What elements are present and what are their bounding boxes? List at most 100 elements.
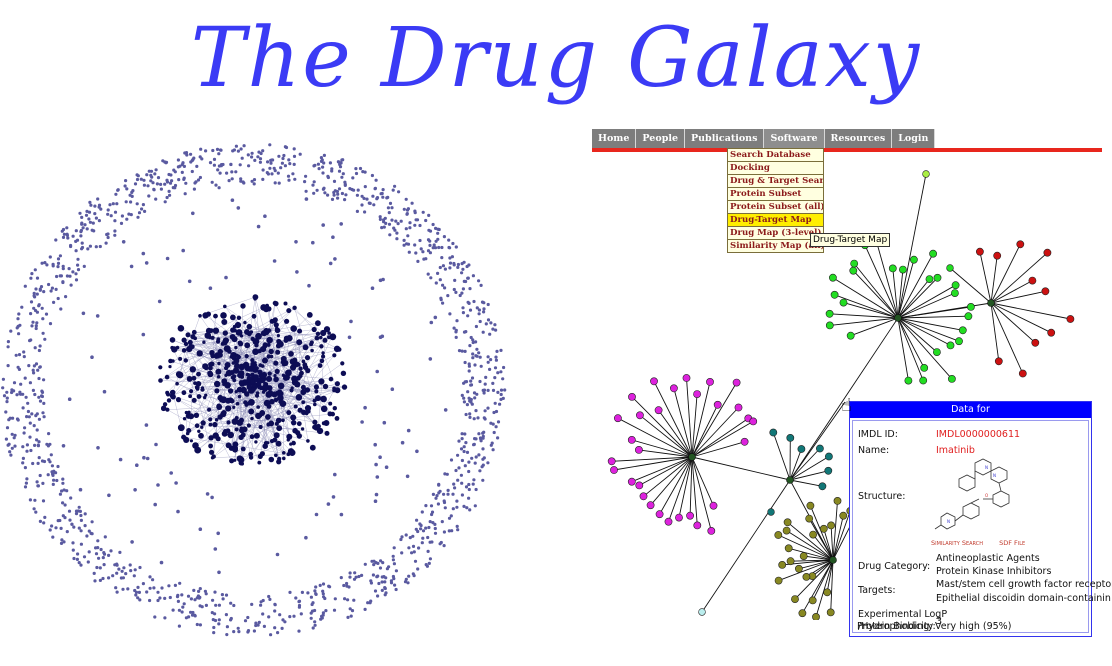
galaxy-node xyxy=(141,582,145,586)
galaxy-node xyxy=(177,608,181,612)
galaxy-node xyxy=(19,382,23,386)
galaxy-node xyxy=(197,429,201,433)
galaxy-edge xyxy=(307,336,333,391)
galaxy-node xyxy=(454,290,458,294)
galaxy-node xyxy=(494,328,498,332)
menu-item-drug-target-search[interactable]: Drug & Target Search xyxy=(728,175,823,188)
galaxy-node xyxy=(65,530,69,534)
galaxy-node xyxy=(384,591,388,595)
galaxy-node xyxy=(135,463,139,468)
galaxy-node xyxy=(270,172,274,176)
galaxy-node xyxy=(350,609,355,613)
galaxy-node xyxy=(129,264,134,269)
sdf-file-link[interactable]: SDF File xyxy=(999,539,1026,547)
galaxy-node xyxy=(225,171,229,175)
galaxy-node xyxy=(438,278,442,282)
galaxy-node xyxy=(193,614,197,618)
map-leaf-node xyxy=(925,275,934,284)
menu-item-drug-map-3-level[interactable]: Drug Map (3-level) xyxy=(728,228,823,240)
nav-tab-people[interactable]: People xyxy=(636,129,685,149)
galaxy-node xyxy=(79,529,83,533)
menu-item-search-database[interactable]: Search Database xyxy=(728,149,823,162)
galaxy-node xyxy=(146,184,150,188)
galaxy-node xyxy=(186,594,191,598)
galaxy-edge xyxy=(241,392,304,464)
galaxy-node xyxy=(248,399,255,406)
galaxy-node xyxy=(208,435,214,441)
galaxy-edge xyxy=(172,315,201,393)
galaxy-node xyxy=(221,378,228,385)
galaxy-node xyxy=(302,362,308,368)
galaxy-node xyxy=(314,592,318,596)
galaxy-node xyxy=(244,342,251,349)
galaxy-node xyxy=(383,216,387,220)
galaxy-node xyxy=(482,310,486,314)
galaxy-node xyxy=(370,173,374,178)
galaxy-node xyxy=(363,170,367,174)
galaxy-node xyxy=(296,339,303,346)
galaxy-node xyxy=(341,172,345,176)
menu-item-protein-subset[interactable]: Protein Subset xyxy=(728,188,823,201)
galaxy-node xyxy=(227,179,231,183)
map-edge xyxy=(691,407,739,458)
galaxy-node xyxy=(93,579,97,583)
galaxy-node xyxy=(357,574,361,579)
nav-tab-login[interactable]: Login xyxy=(892,129,936,149)
galaxy-node xyxy=(326,175,330,180)
galaxy-node xyxy=(232,324,237,329)
galaxy-node xyxy=(430,512,434,517)
galaxy-node xyxy=(388,201,393,205)
galaxy-node xyxy=(490,441,494,445)
galaxy-node xyxy=(421,250,425,254)
galaxy-node xyxy=(40,306,44,310)
galaxy-node xyxy=(481,436,485,440)
menu-item-docking[interactable]: Docking xyxy=(728,162,823,175)
map-leaf-node xyxy=(1043,248,1052,257)
galaxy-node xyxy=(378,215,382,219)
map-leaf-node xyxy=(778,560,787,569)
galaxy-node xyxy=(185,431,190,436)
nav-tab-resources[interactable]: Resources xyxy=(824,129,893,149)
name-value-link[interactable]: Imatinib xyxy=(936,445,975,456)
galaxy-node xyxy=(286,308,292,314)
galaxy-node xyxy=(332,386,336,391)
svg-text:O: O xyxy=(985,493,988,498)
map-edge xyxy=(853,263,899,319)
map-leaf-node xyxy=(828,273,837,282)
galaxy-node xyxy=(1,386,5,390)
galaxy-node xyxy=(417,546,421,550)
galaxy-node xyxy=(372,203,376,207)
nav-tab-home[interactable]: Home xyxy=(592,129,637,149)
galaxy-node xyxy=(118,550,122,554)
map-edge xyxy=(617,417,693,458)
galaxy-node xyxy=(237,630,241,634)
menu-item-drug-target-map[interactable]: Drug-Target Map xyxy=(728,214,823,227)
galaxy-node xyxy=(252,294,259,300)
menu-item-protein-subset-all[interactable]: Protein Subset (all) xyxy=(728,202,823,214)
similarity-search-link[interactable]: Similarity Search xyxy=(931,539,984,547)
galaxy-node xyxy=(415,449,419,454)
binding-value: Very high (95%) xyxy=(935,621,1012,632)
galaxy-node xyxy=(33,268,37,272)
galaxy-node xyxy=(102,551,106,555)
galaxy-node xyxy=(237,394,242,399)
imdl-value-link[interactable]: IMDL0000000611 xyxy=(936,429,1021,440)
galaxy-node xyxy=(464,485,469,489)
galaxy-node xyxy=(102,563,106,567)
map-edge xyxy=(691,381,711,458)
galaxy-node xyxy=(63,503,67,507)
galaxy-node xyxy=(158,596,162,600)
galaxy-node xyxy=(191,211,195,216)
nav-tab-software[interactable]: Software xyxy=(764,129,825,149)
map-leaf-node xyxy=(675,513,683,522)
nav-tab-publications[interactable]: Publications xyxy=(685,129,765,149)
galaxy-node xyxy=(48,528,52,532)
galaxy-node xyxy=(468,508,472,512)
galaxy-edge xyxy=(231,410,301,449)
galaxy-node xyxy=(89,203,93,207)
galaxy-node xyxy=(261,598,265,603)
galaxy-node xyxy=(304,405,312,412)
menu-item-similarity-map-all[interactable]: Similarity Map (all) xyxy=(730,241,823,251)
galaxy-node xyxy=(227,431,234,439)
map-edge xyxy=(639,414,693,458)
